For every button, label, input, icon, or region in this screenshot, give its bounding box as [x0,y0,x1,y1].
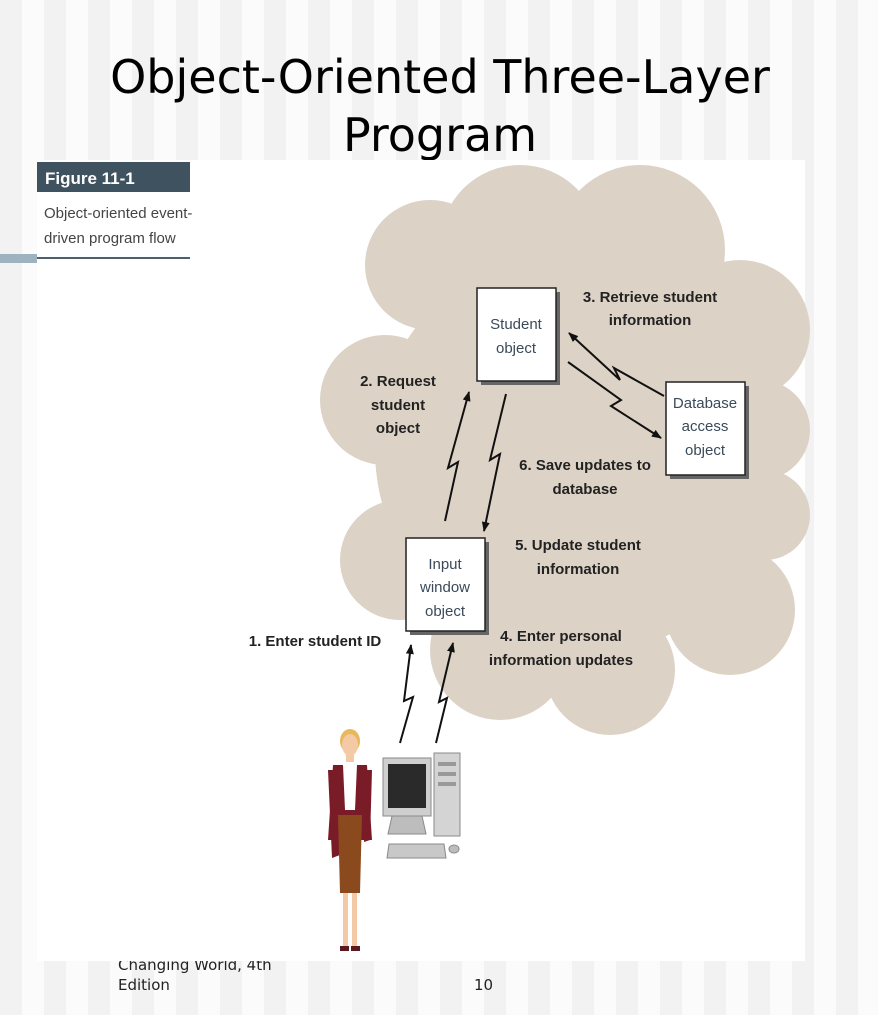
svg-text:4. Enter personal: 4. Enter personal [500,628,622,645]
svg-text:6. Save updates to: 6. Save updates to [519,457,651,474]
svg-text:information: information [537,561,620,578]
svg-text:information: information [609,312,692,329]
database-object-text-2: access [682,418,729,435]
arrow-database-to-student [568,332,665,397]
arrow-user-to-input-2 [435,642,455,744]
database-object-text-1: Database [673,395,737,412]
user-woman-illustration [328,729,372,951]
slide-title-line-1: Object-Oriented Three-Layer [110,50,770,104]
svg-text:database: database [552,481,617,498]
step-1-label: 1. Enter student ID [249,633,382,650]
svg-text:object: object [376,420,420,437]
database-object-box: Database access object [665,381,749,479]
database-object-text-3: object [685,442,726,459]
figure-caption-line-2: driven program flow [44,230,176,247]
slide-title: Object-Oriented Three-Layer Program [40,48,840,164]
step-2-label: 2. Request student object [360,373,436,437]
svg-text:student: student [371,397,425,414]
svg-text:information updates: information updates [489,652,633,669]
input-object-text-1: Input [428,556,462,573]
svg-text:3. Retrieve student: 3. Retrieve student [583,289,717,306]
svg-text:5. Update student: 5. Update student [515,537,641,554]
figure-label: Figure 11-1 [45,169,135,188]
arrow-input-to-student [444,391,471,522]
arrow-student-to-database [567,361,662,439]
svg-text:2. Request: 2. Request [360,373,436,390]
footer-line-2: Edition [118,976,170,994]
arrow-user-to-input-1 [399,644,415,744]
slide-title-line-2: Program [342,108,538,162]
input-object-text-3: object [425,603,466,620]
input-window-object-box: Input window object [405,537,489,635]
student-object-box: Student object [476,287,560,385]
computer-illustration [382,752,461,859]
step-5-label: 5. Update student information [515,537,641,578]
slide-left-accent [0,254,38,263]
page-number: 10 [474,976,494,994]
step-3-label: 3. Retrieve student information [583,289,717,329]
figure-label-bg [37,162,190,192]
student-object-text-1: Student [490,316,543,333]
step-4-label: 4. Enter personal information updates [489,628,633,669]
student-object-text-2: object [496,340,537,357]
step-6-label: 6. Save updates to database [519,457,651,498]
arrow-student-to-input [481,393,507,532]
figure-caption-line-1: Object-oriented event- [44,205,192,222]
input-object-text-2: window [419,579,470,596]
svg-text:1. Enter student ID: 1. Enter student ID [249,633,382,650]
